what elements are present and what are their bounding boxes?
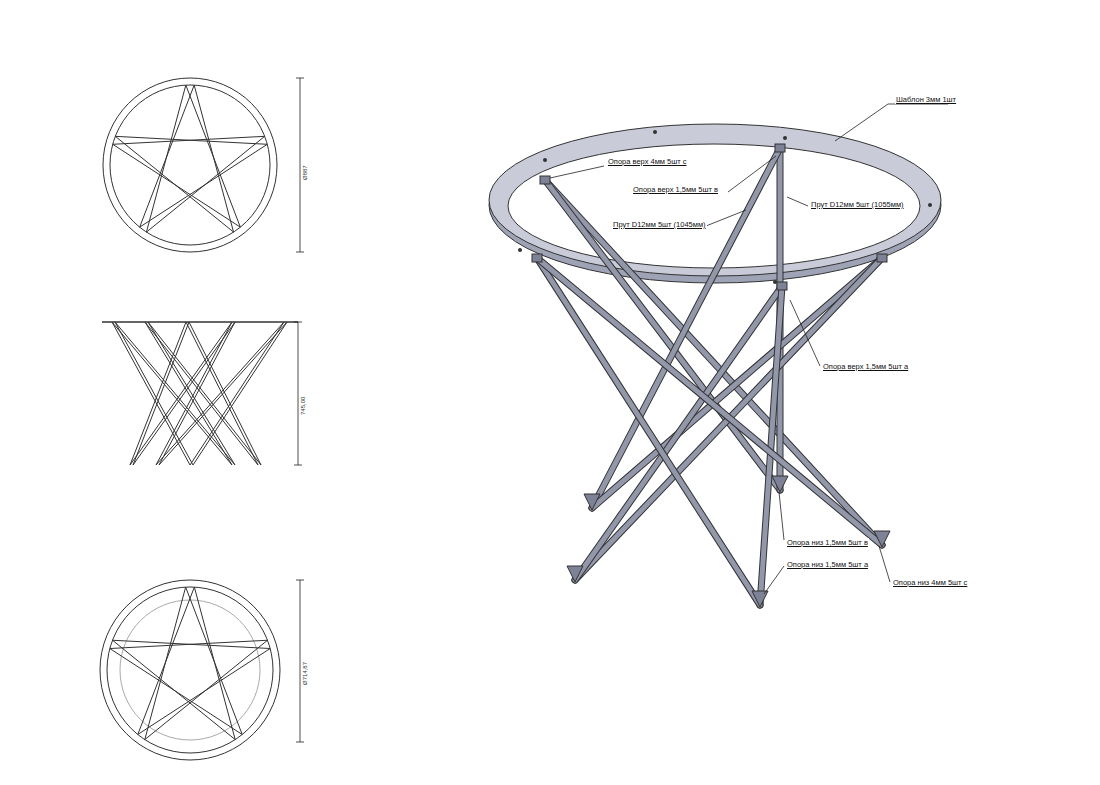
part-label: Опора низ 1,5мм 5шт в: [786, 538, 869, 547]
rod-line: [159, 322, 287, 465]
rod-line: [113, 640, 271, 648]
hole: [518, 248, 522, 252]
rod-line: [138, 649, 270, 735]
foot-plate: [752, 591, 768, 607]
rod: [537, 258, 760, 605]
dimension: Ø887: [302, 165, 309, 180]
top-plate: [532, 254, 542, 262]
rod-line: [112, 322, 232, 465]
top-plate: [102, 321, 298, 323]
rod: [537, 258, 882, 545]
rod: [537, 258, 882, 545]
rod-line: [115, 136, 267, 144]
rod-line: [130, 322, 232, 465]
part-label: Опора низ 4мм 5шт с: [892, 578, 968, 587]
ring-outline: [110, 85, 270, 245]
top-plate: [777, 282, 787, 290]
ring-outline: [107, 587, 273, 753]
rod: [592, 258, 882, 508]
hole: [653, 130, 657, 134]
rod-line: [113, 640, 236, 739]
top-plate: [540, 176, 550, 184]
foot-plate: [772, 476, 788, 492]
rod-line: [140, 144, 268, 227]
hole: [543, 158, 547, 162]
rod-line: [194, 85, 233, 232]
rod-line: [194, 587, 235, 739]
part-label: Опора низ 1,5мм 5шт а: [786, 560, 869, 569]
rod-line: [156, 322, 284, 465]
part-label: Прут D12мм 5шт (1045мм): [612, 220, 707, 229]
part-label: Шаблон 3мм 1шт: [895, 95, 957, 104]
hole: [783, 136, 787, 140]
rod-line: [190, 322, 284, 465]
part-label: Опора верх 4мм 5шт с: [607, 157, 688, 166]
dimension: Ø714,87: [302, 662, 309, 685]
rod-line: [189, 322, 261, 465]
rod-line: [193, 322, 287, 465]
foot-plate: [567, 566, 583, 582]
top-plate: [877, 254, 887, 262]
ring-outline: [100, 580, 280, 760]
foot-plate: [874, 531, 890, 547]
ring-outline: [120, 600, 260, 740]
foot-plate: [584, 494, 600, 510]
dimension: 745,00: [300, 397, 307, 415]
ring-outline: [103, 78, 277, 252]
part-label: Опора верх 1,5мм 5шт а: [822, 362, 909, 371]
hole: [928, 203, 932, 207]
rod: [537, 258, 760, 605]
rod-line: [115, 136, 233, 232]
top-plate: [775, 144, 785, 152]
rod-line: [138, 587, 195, 734]
part-label: Опора верх 1,5мм 5шт в: [632, 185, 719, 194]
rod-line: [140, 85, 195, 227]
rod: [592, 258, 882, 508]
part-label: Прут D12мм 5шт (1055мм): [810, 200, 905, 209]
rod-line: [145, 322, 258, 465]
hole: [773, 280, 777, 284]
